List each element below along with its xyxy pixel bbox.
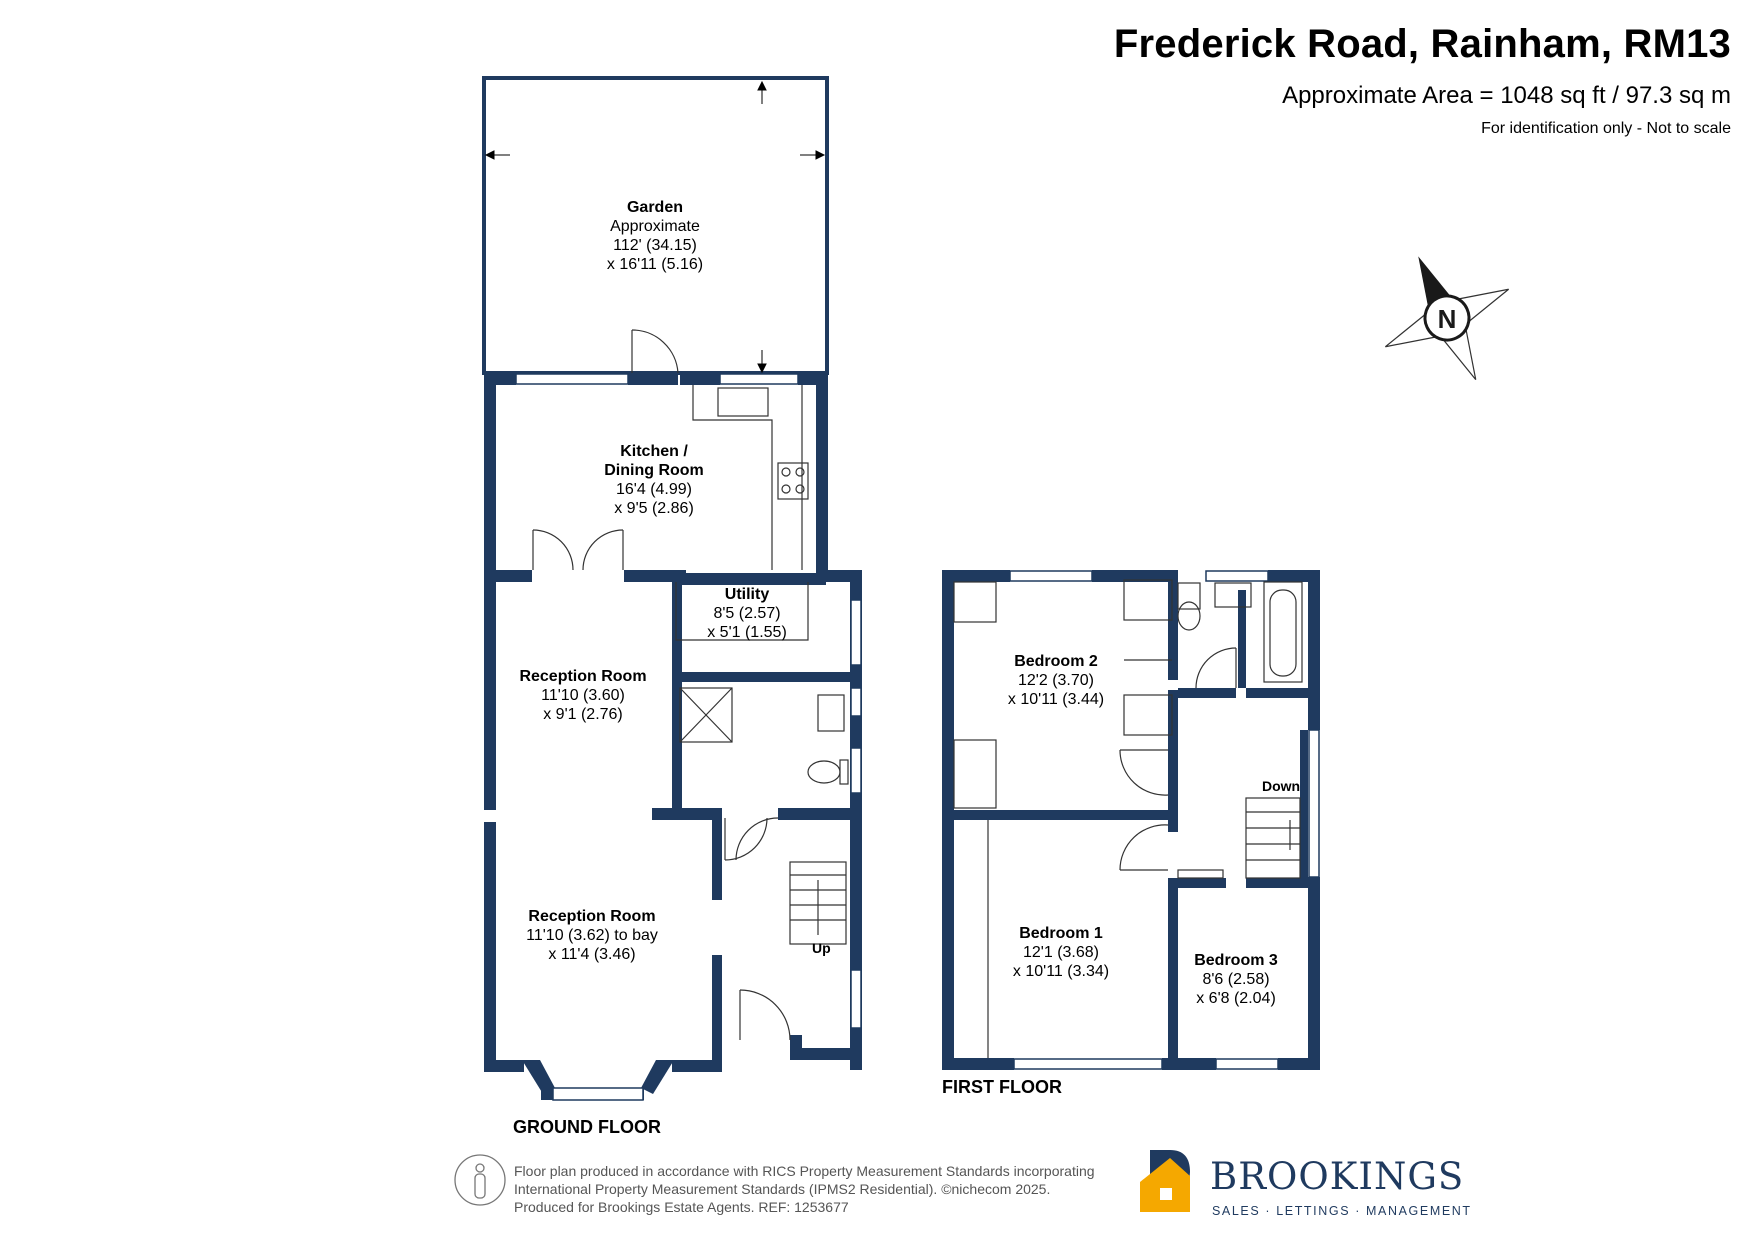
person-scale-icon — [454, 1154, 506, 1206]
utility-dim-2: x 5'1 (1.55) — [707, 624, 787, 641]
bedroom-2-name: Bedroom 2 — [1014, 653, 1098, 670]
ground-floor-doors — [532, 329, 791, 1041]
first-floor-windows — [1009, 570, 1320, 1070]
ground-floor-label: GROUND FLOOR — [513, 1117, 661, 1137]
reception-room-2-name: Reception Room — [528, 908, 656, 925]
brand-name: BROOKINGS — [1210, 1155, 1465, 1198]
garden-dimension-arrows — [484, 80, 826, 374]
first-floor-walls — [942, 570, 1320, 1070]
footer-line-2: International Property Measurement Stand… — [514, 1181, 1051, 1197]
kitchen-dim-2: x 9'5 (2.86) — [614, 500, 694, 517]
bedroom-2-dim-2: x 10'11 (3.44) — [1007, 691, 1105, 708]
kitchen-name-2: Dining Room — [604, 462, 704, 479]
reception-room-2-dim-1: 11'10 (3.62) to bay — [526, 927, 658, 944]
reception-room-2-label: Reception Room 11'10 (3.62) to bay x 11'… — [526, 907, 658, 964]
first-floor-label: FIRST FLOOR — [942, 1077, 1062, 1097]
bedroom-1-label: Bedroom 1 12'1 (3.68) x 10'11 (3.34) — [1013, 924, 1109, 981]
ground-floor-windows — [515, 373, 862, 1101]
bedroom-3-dim-1: 8'6 (2.58) — [1202, 971, 1270, 988]
bedroom-3-label: Bedroom 3 8'6 (2.58) x 6'8 (2.04) — [1194, 951, 1278, 1008]
garden-dim-3: x 16'11 (5.16) — [606, 256, 704, 273]
reception-room-1-label: Reception Room 11'10 (3.60) x 9'1 (2.76) — [519, 667, 646, 724]
reception-room-1-name: Reception Room — [519, 668, 647, 685]
bedroom-2-label: Bedroom 2 12'2 (3.70) x 10'11 (3.44) — [1008, 652, 1104, 709]
utility-name: Utility — [724, 586, 770, 603]
compass-letter: N — [1438, 304, 1457, 334]
bedroom-1-name: Bedroom 1 — [1019, 925, 1103, 942]
bedroom-2-dim-1: 12'2 (3.70) — [1018, 672, 1094, 689]
approximate-area: Approximate Area = 1048 sq ft / 97.3 sq … — [1282, 82, 1731, 109]
garden-label: Garden Approximate 112' (34.15) x 16'11 … — [607, 198, 703, 274]
property-title: Frederick Road, Rainham, RM13 — [1113, 22, 1731, 66]
kitchen-label: Kitchen / Dining Room 16'4 (4.99) x 9'5 … — [604, 442, 704, 518]
stairs-up-label: Up — [812, 940, 831, 956]
kitchen-fittings — [675, 385, 849, 945]
kitchen-name: Kitchen / — [620, 443, 688, 460]
reception-room-1-dim-1: 11'10 (3.60) — [541, 687, 625, 704]
utility-dim-1: 8'5 (2.57) — [713, 605, 781, 622]
brand-tagline: SALES · LETTINGS · MANAGEMENT — [1212, 1204, 1472, 1218]
ground-floor-walls — [484, 373, 862, 1100]
bedroom-1-dim-2: x 10'11 (3.34) — [1012, 963, 1110, 980]
footer-notice: Floor plan produced in accordance with R… — [514, 1162, 1095, 1216]
disclaimer-note: For identification only - Not to scale — [1481, 120, 1731, 137]
reception-room-2-dim-2: x 11'4 (3.46) — [548, 946, 636, 963]
garden-dim-2: 112' (34.15) — [613, 237, 697, 254]
stairs-down-label: Down — [1262, 778, 1301, 794]
north-compass-icon: N — [1384, 256, 1510, 381]
garden-name: Garden — [626, 199, 683, 216]
garden-dim-1: Approximate — [610, 218, 700, 235]
footer-line-1: Floor plan produced in accordance with R… — [514, 1163, 1095, 1179]
reception-room-1-dim-2: x 9'1 (2.76) — [543, 706, 623, 723]
bedroom-3-name: Bedroom 3 — [1194, 952, 1278, 969]
footer-line-3: Produced for Brookings Estate Agents. RE… — [514, 1199, 849, 1215]
bedroom-1-dim-1: 12'1 (3.68) — [1023, 944, 1099, 961]
kitchen-dim-1: 16'4 (4.99) — [615, 481, 692, 498]
first-floor-doors — [1119, 647, 1237, 871]
brookings-logo-icon — [1140, 1150, 1190, 1212]
first-floor-fittings — [953, 579, 1303, 1058]
utility-label: Utility 8'5 (2.57) x 5'1 (1.55) — [707, 585, 787, 642]
bedroom-3-dim-2: x 6'8 (2.04) — [1196, 990, 1276, 1007]
